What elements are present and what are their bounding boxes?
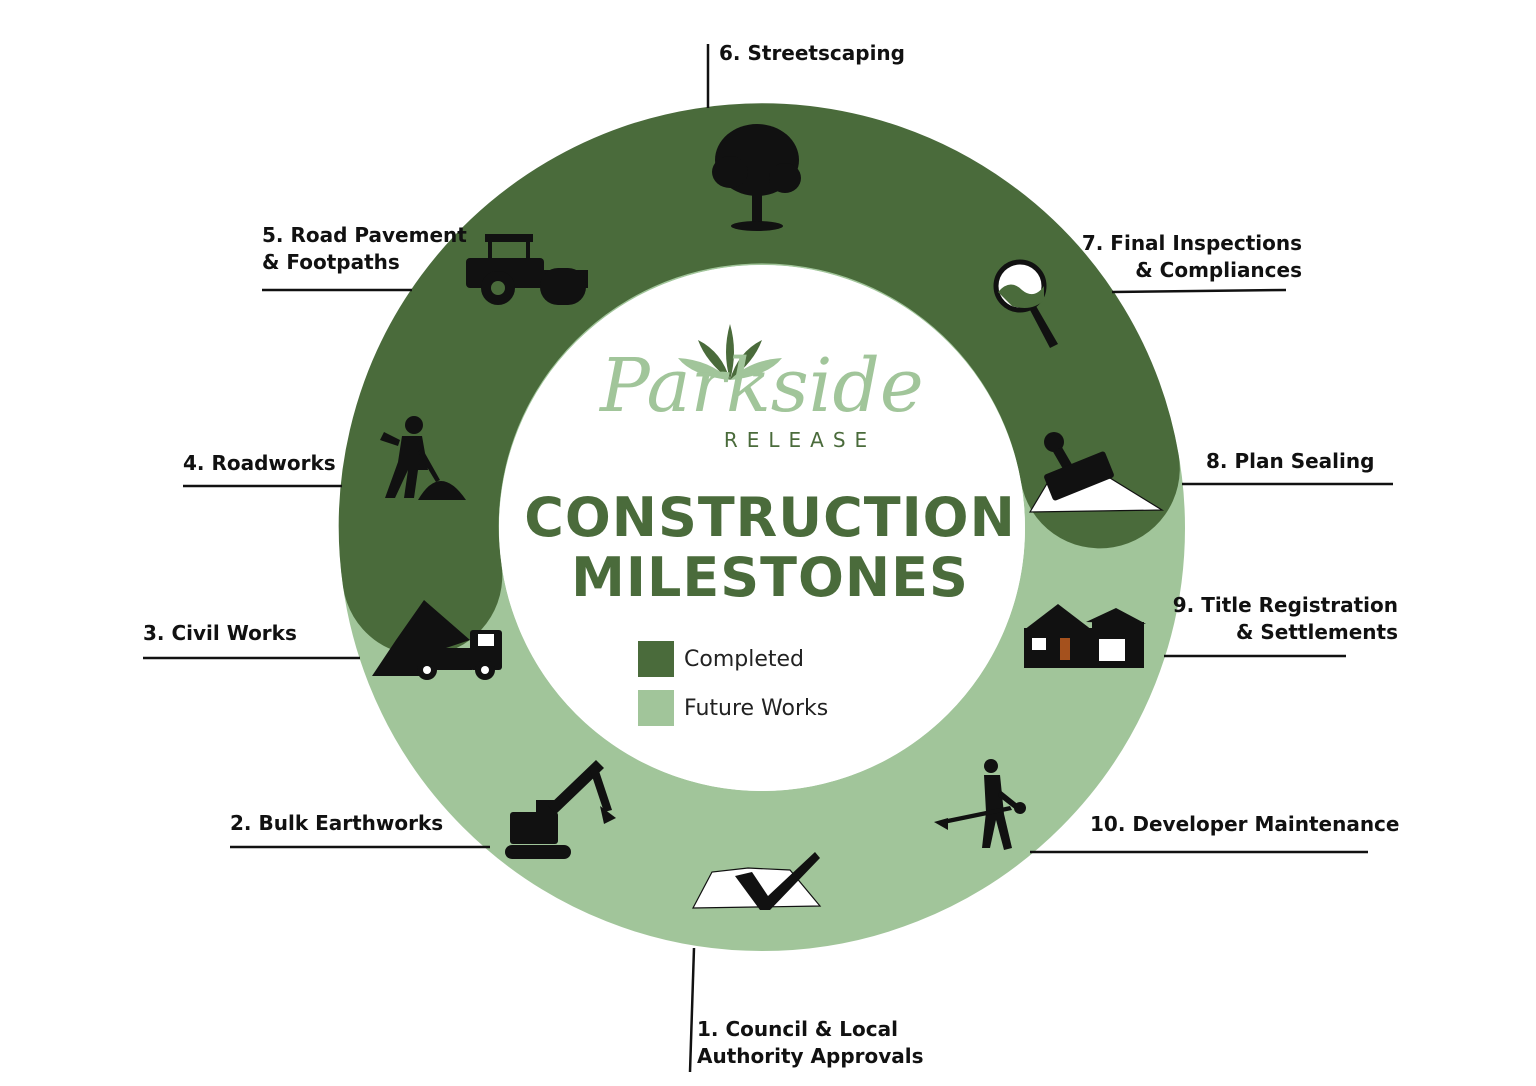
legend-item-completed: Completed xyxy=(638,641,804,677)
brand-leaf-logo xyxy=(678,324,782,380)
tree-icon xyxy=(712,124,801,231)
approved-stamp-icon xyxy=(1028,432,1165,513)
magnifying-glass-icon xyxy=(993,259,1058,348)
milestone-label-5: 5. Road Pavement & Footpaths xyxy=(262,223,467,274)
legend-item-future: Future Works xyxy=(638,690,828,726)
milestone-label-7: 7. Final Inspections & Compliances xyxy=(1081,231,1302,282)
legend-swatch-completed xyxy=(638,641,674,677)
milestone-label-1: 1. Council & Local Authority Approvals xyxy=(697,1017,924,1068)
milestone-label-10: 10. Developer Maintenance xyxy=(1090,812,1400,836)
dump-truck-icon xyxy=(372,600,502,680)
milestone-label-8: 8. Plan Sealing xyxy=(1206,449,1375,473)
brand-name: Parkside xyxy=(600,343,924,429)
center-disc xyxy=(499,265,1025,791)
milestone-label-4: 4. Roadworks xyxy=(183,451,336,475)
worker-shoveling-icon xyxy=(380,416,466,500)
brand-subtitle: RELEASE xyxy=(723,428,877,452)
excavator-icon xyxy=(505,760,616,859)
line-trimmer-worker-icon xyxy=(934,759,1026,850)
completed-works-arc xyxy=(338,103,1180,656)
milestone-label-3: 3. Civil Works xyxy=(143,621,297,645)
leader-line-1 xyxy=(688,947,696,1073)
title-line-2: MILESTONES xyxy=(571,546,969,609)
approved-plans-check-icon xyxy=(691,852,822,910)
title-line-1: CONSTRUCTION xyxy=(524,486,1016,549)
milestone-label-9: 9. Title Registration & Settlements xyxy=(1172,593,1398,644)
legend-label-future: Future Works xyxy=(684,695,829,721)
road-roller-icon xyxy=(466,234,588,305)
legend-swatch-future xyxy=(638,690,674,726)
milestone-label-6: 6. Streetscaping xyxy=(719,41,905,65)
legend-label-completed: Completed xyxy=(684,646,804,672)
leader-line-7 xyxy=(1111,288,1287,294)
milestone-label-2: 2. Bulk Earthworks xyxy=(230,811,444,835)
houses-icon xyxy=(1024,604,1146,668)
